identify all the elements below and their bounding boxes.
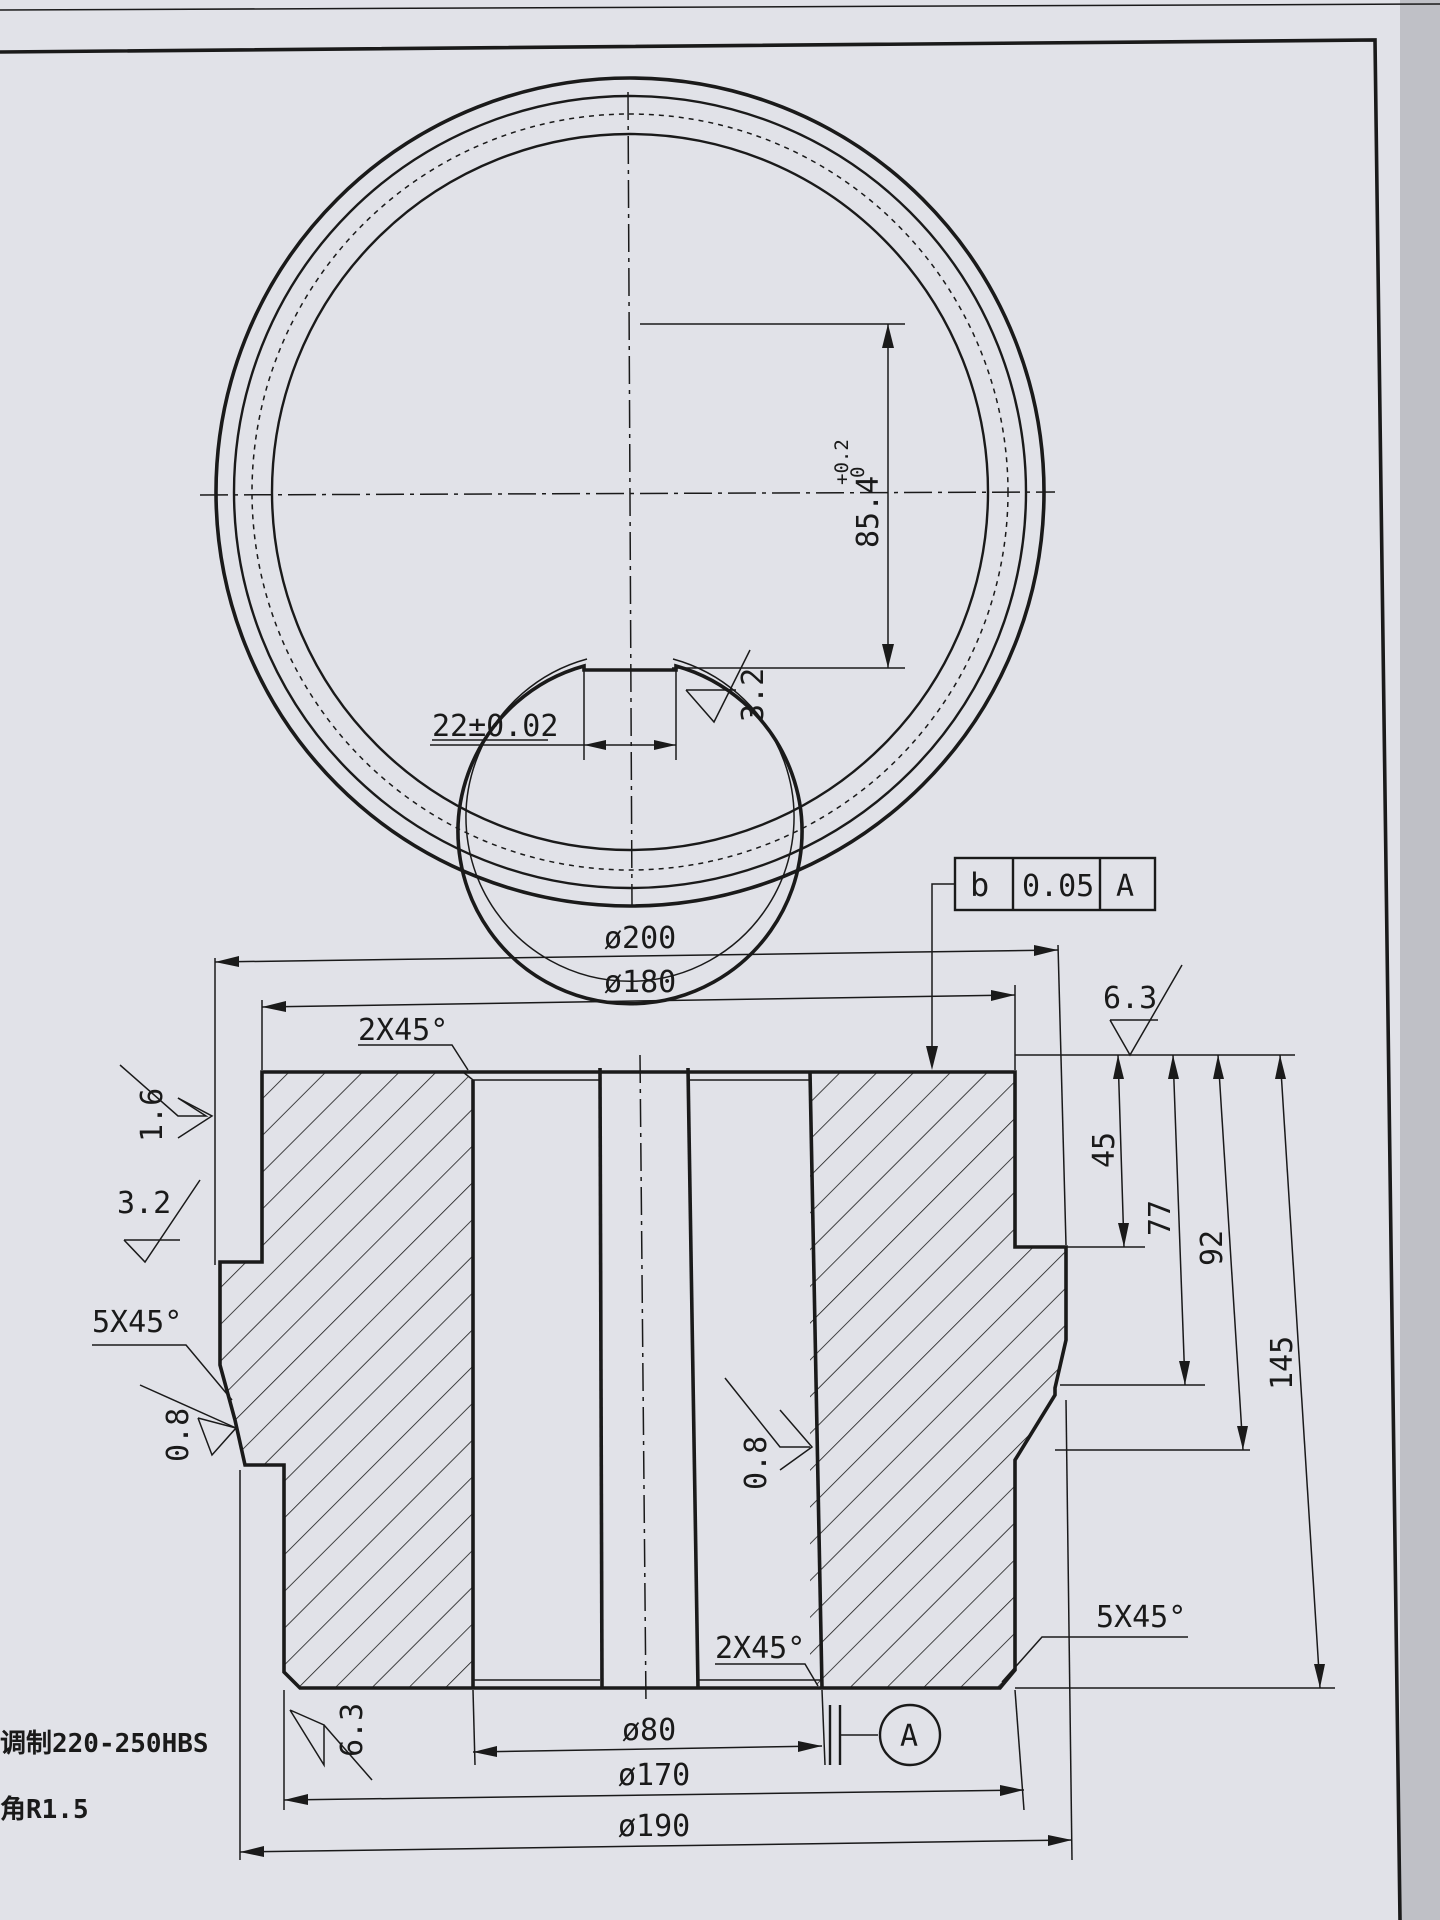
note-line-1: 调制220-250HBS	[0, 1729, 209, 1759]
section-outer-profile	[218, 1070, 1068, 1690]
arrowhead	[1275, 1055, 1286, 1079]
roughness-symbol	[177, 1097, 214, 1139]
gdt-tolerance: 0.05	[1022, 869, 1094, 904]
bore-dimension-value: 85.4	[851, 476, 886, 548]
arrowhead	[1213, 1055, 1224, 1079]
vertical-centerline	[627, 91, 633, 906]
arrowhead	[284, 1794, 308, 1805]
inner-circle-180	[270, 132, 990, 852]
dia-190-label: ø190	[618, 1809, 690, 1844]
chamfer-left-leader	[92, 1344, 233, 1401]
top-view: 85.4 +0.2 0 22±0.02 3.2	[199, 76, 1056, 1006]
arrowhead	[262, 1001, 286, 1012]
arrowhead	[1034, 945, 1058, 956]
gdt-frame: b 0.05 A	[926, 856, 1157, 1070]
arrowhead	[1048, 1835, 1072, 1846]
paper-edge-shadow	[1400, 0, 1440, 1920]
dia-80-label: ø80	[622, 1713, 676, 1748]
dim-145	[1279, 1054, 1321, 1689]
arrowhead	[240, 1846, 264, 1857]
height-77-label: 77	[1143, 1200, 1178, 1236]
bore-tol-lower: 0	[847, 467, 869, 478]
height-145-label: 145	[1265, 1336, 1300, 1390]
arrowhead	[882, 644, 894, 668]
ext-line	[821, 1689, 826, 1766]
bore-right-wall	[808, 1071, 824, 1689]
dim-line-80	[472, 1745, 823, 1753]
dim-line-170	[283, 1789, 1025, 1801]
roughness-symbol	[197, 1417, 238, 1457]
arrowhead	[798, 1741, 822, 1752]
dim-92	[1217, 1054, 1244, 1451]
arrowhead	[1113, 1055, 1124, 1079]
keyway-line-left	[598, 1067, 604, 1689]
chamfer-top-leader	[358, 1044, 469, 1071]
roughness-symbol	[123, 1179, 201, 1264]
arrowhead	[1000, 1785, 1024, 1796]
roughness-top-label: 6.3	[1103, 981, 1157, 1016]
dim-line-180	[261, 994, 1016, 1008]
dim-line-200	[214, 949, 1059, 963]
roughness-symbol-tail	[323, 1724, 373, 1781]
ext-line	[1057, 944, 1067, 1246]
keyway-line-right	[686, 1067, 700, 1689]
arrowhead	[1179, 1361, 1190, 1385]
chamfer-left-label: 5X45°	[92, 1305, 182, 1340]
height-92-label: 92	[1195, 1230, 1230, 1266]
ext-line	[1065, 1399, 1073, 1861]
datum-label: A	[900, 1719, 918, 1754]
arrowhead	[215, 956, 239, 967]
bore-tol-upper: +0.2	[831, 439, 853, 485]
chamfer-bottom-leader	[715, 1663, 819, 1687]
roughness-left-3: 0.8	[161, 1408, 196, 1462]
arrowhead	[654, 740, 676, 750]
arrowhead	[1237, 1426, 1248, 1450]
dim-45	[1117, 1054, 1125, 1248]
note-line-2: 角R1.5	[0, 1794, 89, 1825]
bore-chamfer	[462, 1071, 474, 1081]
arrowhead	[926, 1046, 938, 1070]
dim-77	[1172, 1054, 1186, 1386]
keyway-width-value: 22±0.02	[432, 709, 558, 744]
section-centerline	[639, 1054, 647, 1706]
roughness-symbol	[779, 1409, 814, 1471]
gdt-symbol: b	[970, 866, 989, 904]
dia-180-label: ø180	[604, 965, 676, 1000]
datum-circle	[878, 1703, 942, 1767]
chamfer-right-leader	[1001, 1636, 1188, 1683]
keyway-roughness-value: 3.2	[736, 668, 771, 722]
arrowhead	[1118, 1223, 1129, 1247]
roughness-leader	[139, 1384, 237, 1429]
gdt-leader	[931, 883, 955, 1058]
chamfer-top-label: 2X45°	[358, 1013, 448, 1048]
dia-170-label: ø170	[618, 1758, 690, 1793]
arrowhead	[1314, 1664, 1325, 1688]
bore-with-keyway	[456, 663, 804, 1006]
roughness-symbol	[289, 1709, 325, 1768]
roughness-symbol	[119, 1064, 209, 1117]
roughness-left-1: 1.6	[135, 1088, 170, 1142]
height-45-label: 45	[1087, 1132, 1122, 1168]
gdt-datum: A	[1116, 869, 1134, 904]
chamfer-right-label: 5X45°	[1096, 1600, 1186, 1635]
horizontal-centerline	[199, 491, 1056, 496]
sheet-top-edge	[0, 3, 1440, 11]
bore-chamfer-circle	[465, 658, 795, 982]
arrowhead	[473, 1746, 497, 1757]
roughness-symbol	[724, 1377, 810, 1448]
dia-200-label: ø200	[604, 921, 676, 956]
arrowhead	[584, 740, 606, 750]
roughness-bore: 0.8	[739, 1436, 774, 1490]
dim-line-190	[239, 1839, 1073, 1853]
chamfer-bottom-label: 2X45°	[715, 1631, 805, 1666]
arrowhead	[882, 324, 894, 348]
arrowhead	[1168, 1055, 1179, 1079]
roughness-bottom: 6.3	[335, 1703, 370, 1757]
drawing-border	[0, 38, 1402, 1920]
roughness-left-2: 3.2	[117, 1186, 171, 1221]
roughness-symbol	[685, 649, 751, 724]
arrowhead	[991, 990, 1015, 1001]
